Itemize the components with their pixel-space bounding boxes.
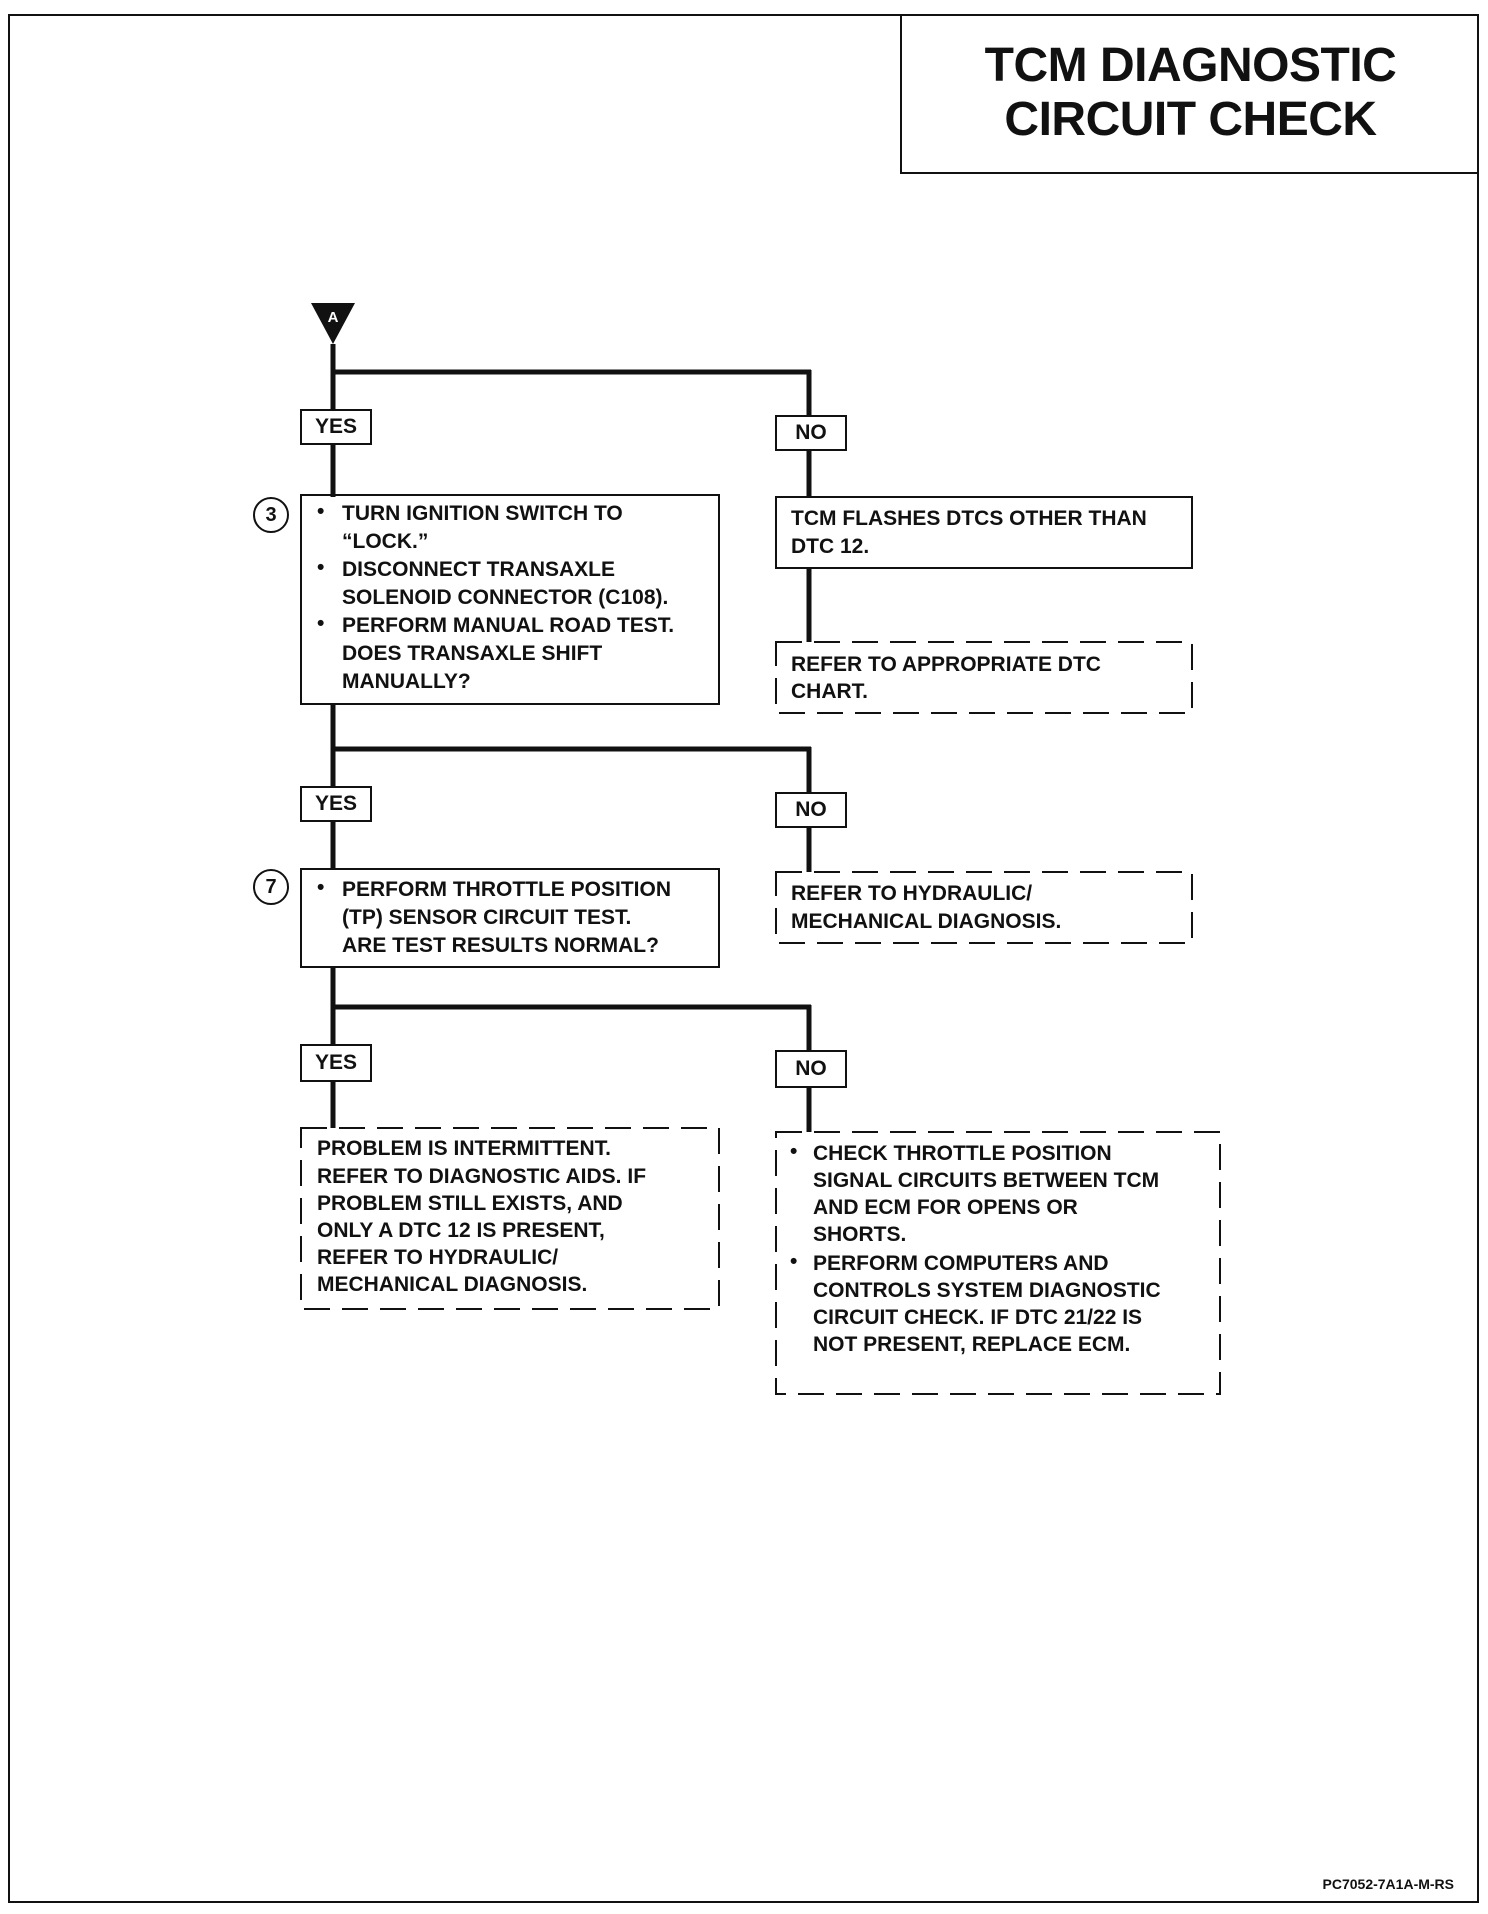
box-step3-line: PERFORM MANUAL ROAD TEST. (342, 614, 675, 637)
yes-label-2: YES (314, 792, 358, 815)
page-title: TCM DIAGNOSTIC CIRCUIT CHECK (985, 39, 1397, 147)
bullet-icon: • (317, 556, 325, 579)
box-check-throttle-line: AND ECM FOR OPENS OR (813, 1196, 1078, 1219)
step-circles (253, 497, 289, 905)
label-boxes (300, 409, 847, 1088)
no-label-1: NO (795, 421, 827, 444)
title-box: TCM DIAGNOSTIC CIRCUIT CHECK (900, 14, 1479, 174)
connector-lines (330, 344, 812, 1132)
box-refer-hydraulic (775, 871, 1193, 944)
bullet-icon: • (317, 500, 325, 523)
box-intermittent-line: PROBLEM IS INTERMITTENT. (317, 1137, 611, 1160)
box-tcm-flashes-line: DTC 12. (791, 535, 870, 558)
box-step3 (300, 494, 720, 705)
box-check-throttle-line: CHECK THROTTLE POSITION (813, 1142, 1112, 1165)
box-refer-dtc (775, 641, 1193, 714)
box-refer-hydraulic-line: MECHANICAL DIAGNOSIS. (791, 910, 1062, 933)
box-check-throttle-line: NOT PRESENT, REPLACE ECM. (813, 1333, 1131, 1356)
yes-label-1: YES (314, 415, 358, 438)
bullet-icon: • (790, 1140, 798, 1163)
dashed-boxes (300, 641, 1221, 1395)
box-intermittent (300, 1127, 720, 1310)
box-refer-dtc-line: CHART. (791, 680, 868, 703)
box-step3-line: MANUALLY? (342, 670, 471, 693)
no-label-2: NO (795, 798, 827, 821)
box-intermittent-line: PROBLEM STILL EXISTS, AND (317, 1192, 623, 1215)
box-intermittent-line: REFER TO DIAGNOSTIC AIDS. IF (317, 1165, 647, 1188)
box-check-throttle-line: CIRCUIT CHECK. IF DTC 21/22 IS (813, 1306, 1143, 1329)
box-step3-line: DISCONNECT TRANSAXLE (342, 558, 616, 581)
yes-label-3: YES (314, 1051, 358, 1074)
box-step3-line: TURN IGNITION SWITCH TO (342, 502, 623, 525)
box-check-throttle-line: SHORTS. (813, 1223, 907, 1246)
box-step7-line: (TP) SENSOR CIRCUIT TEST. (342, 906, 632, 929)
box-tcm-flashes (775, 496, 1193, 569)
box-check-throttle-line: CONTROLS SYSTEM DIAGNOSTIC (813, 1279, 1161, 1302)
box-step3-line: “LOCK.” (342, 530, 429, 553)
box-check-throttle-line: SIGNAL CIRCUITS BETWEEN TCM (813, 1169, 1160, 1192)
box-step3-line: DOES TRANSAXLE SHIFT (342, 642, 603, 665)
box-step7-line: ARE TEST RESULTS NORMAL? (342, 934, 659, 957)
solid-boxes (300, 494, 1193, 968)
box-refer-dtc-line: REFER TO APPROPRIATE DTC (791, 653, 1101, 676)
box-intermittent-line: MECHANICAL DIAGNOSIS. (317, 1273, 588, 1296)
box-tcm-flashes-line: TCM FLASHES DTCS OTHER THAN (791, 507, 1147, 530)
figure-code: PC7052-7A1A-M-RS (1322, 1876, 1454, 1892)
entry-marker-triangle (311, 303, 355, 344)
box-check-throttle (775, 1131, 1221, 1395)
box-step7-line: PERFORM THROTTLE POSITION (342, 878, 671, 901)
bullet-icon: • (790, 1250, 798, 1273)
bullet-icon: • (317, 876, 325, 899)
box-step7 (300, 868, 720, 968)
page-frame (8, 14, 1479, 1903)
step-number-7: 7 (265, 875, 277, 898)
box-check-throttle-line: PERFORM COMPUTERS AND (813, 1252, 1109, 1275)
no-label-3: NO (795, 1057, 827, 1080)
step-number-3: 3 (265, 503, 277, 526)
bullet-icon: • (317, 612, 325, 635)
title-line-2: CIRCUIT CHECK (1004, 93, 1377, 146)
box-intermittent-line: REFER TO HYDRAULIC/ (317, 1246, 559, 1269)
box-intermittent-line: ONLY A DTC 12 IS PRESENT, (317, 1219, 605, 1242)
box-refer-hydraulic-line: REFER TO HYDRAULIC/ (791, 882, 1033, 905)
box-step3-line: SOLENOID CONNECTOR (C108). (342, 586, 669, 609)
entry-marker-label: A (328, 309, 339, 326)
title-line-1: TCM DIAGNOSTIC (984, 39, 1397, 92)
